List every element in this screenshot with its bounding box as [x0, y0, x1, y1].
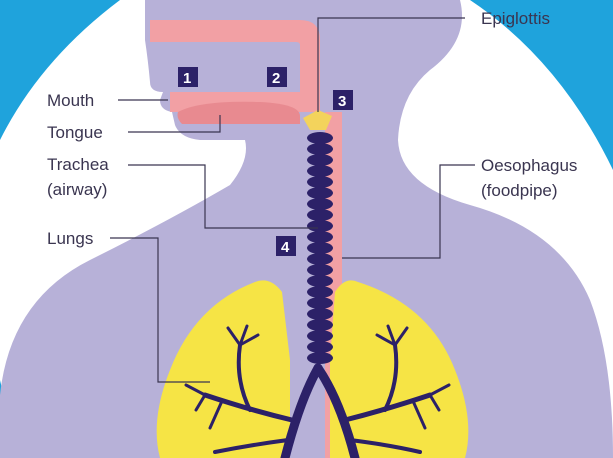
trachea-ring — [307, 209, 333, 221]
label-airway: (airway) — [47, 180, 107, 199]
trachea-ring — [307, 319, 333, 331]
marker-2-text: 2 — [272, 70, 280, 87]
trachea-ring — [307, 275, 333, 287]
trachea-rings — [307, 132, 333, 364]
trachea-ring — [307, 143, 333, 155]
label-epiglottis: Epiglottis — [481, 9, 550, 28]
trachea-ring — [307, 220, 333, 232]
label-foodpipe: (foodpipe) — [481, 181, 558, 200]
marker-4: 4 — [276, 236, 296, 256]
marker-2: 2 — [267, 67, 287, 87]
trachea-ring — [307, 198, 333, 210]
trachea-ring — [307, 165, 333, 177]
trachea-ring — [307, 242, 333, 254]
trachea-ring — [307, 352, 333, 364]
marker-1-text: 1 — [183, 70, 191, 87]
trachea-ring — [307, 187, 333, 199]
trachea-ring — [307, 253, 333, 265]
trachea-ring — [307, 330, 333, 342]
trachea-ring — [307, 286, 333, 298]
label-mouth: Mouth — [47, 91, 94, 110]
trachea-ring — [307, 176, 333, 188]
label-oesophagus: Oesophagus — [481, 156, 577, 175]
label-lungs: Lungs — [47, 229, 93, 248]
marker-1: 1 — [178, 67, 198, 87]
trachea-ring — [307, 297, 333, 309]
trachea-ring — [307, 132, 333, 144]
label-trachea: Trachea — [47, 155, 109, 174]
trachea-ring — [307, 341, 333, 353]
trachea-ring — [307, 264, 333, 276]
trachea-ring — [307, 231, 333, 243]
marker-3-text: 3 — [338, 93, 346, 110]
marker-3: 3 — [333, 90, 353, 110]
marker-4-text: 4 — [281, 239, 290, 256]
trachea-ring — [307, 154, 333, 166]
blue-accent-left — [0, 0, 120, 140]
label-tongue: Tongue — [47, 123, 103, 142]
trachea-ring — [307, 308, 333, 320]
